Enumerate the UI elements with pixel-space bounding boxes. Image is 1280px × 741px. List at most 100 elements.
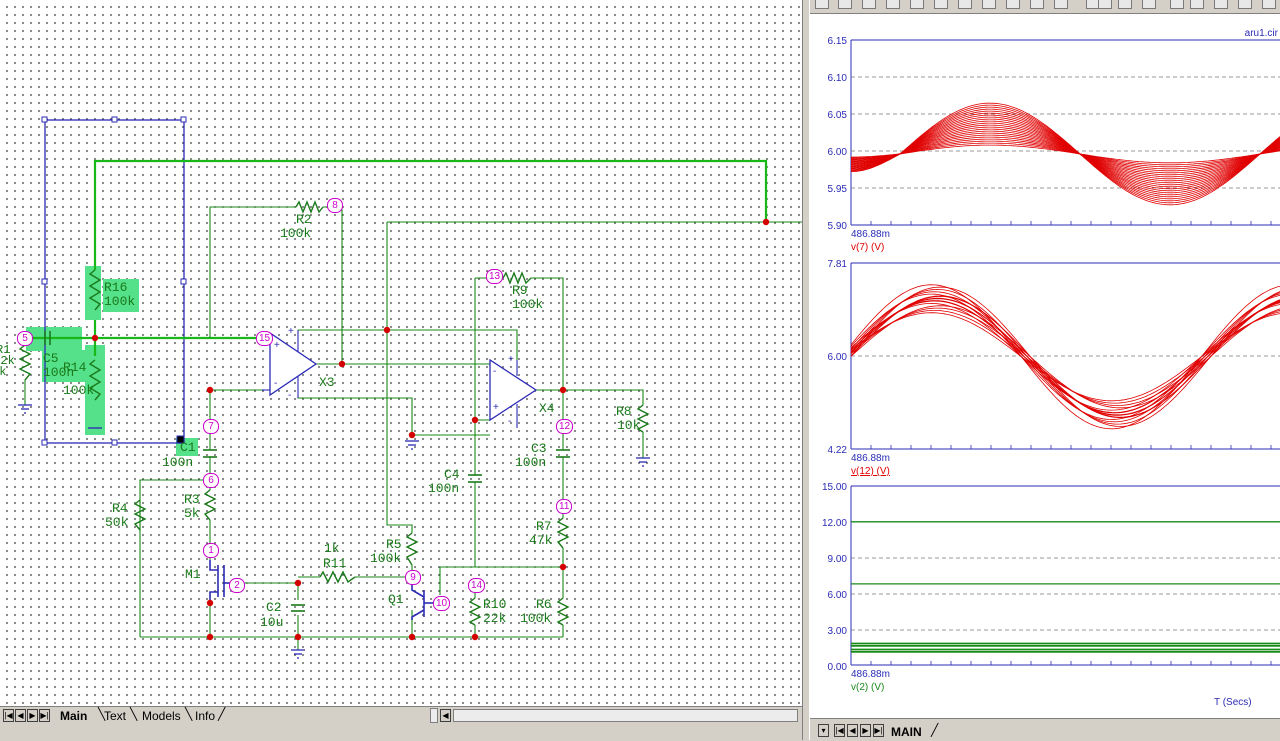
- next-page-button[interactable]: ▶: [27, 709, 38, 722]
- r7-label: R7 47k: [529, 520, 552, 548]
- prev-page-button[interactable]: ◀: [15, 709, 26, 722]
- panel-2-trace-label: v(12) (V): [851, 466, 890, 477]
- x3-plus-mark: +: [288, 326, 294, 337]
- tab-info[interactable]: Info: [195, 709, 216, 723]
- r1-value-fragment: 7.2k: [0, 354, 15, 368]
- splitter[interactable]: [802, 0, 810, 740]
- last-page-button[interactable]: ▶|: [39, 709, 50, 722]
- schematic-drawing: [18, 116, 802, 659]
- tab-text[interactable]: Text: [104, 709, 127, 723]
- c4-symbol: [468, 474, 482, 483]
- c5-value: 100n: [43, 365, 75, 380]
- panel-3-tick-label: 9.00: [828, 554, 848, 565]
- x4-in-minus: -: [493, 366, 497, 377]
- tab-splitter[interactable]: [430, 708, 438, 723]
- toolbar-button-7[interactable]: [958, 0, 972, 9]
- r16-symbol: [88, 269, 102, 311]
- c5-label: C5 100n: [43, 352, 74, 380]
- panel-1-trace-label: v(7) (V): [851, 242, 884, 253]
- tab-separator: ╱: [218, 707, 226, 721]
- opamp-leads: [262, 330, 518, 428]
- toolbar-button-4[interactable]: [886, 0, 900, 9]
- plot-tab-scroll-down[interactable]: ▾: [818, 724, 829, 737]
- toolbar-button-14[interactable]: [1118, 0, 1132, 9]
- v12-trace: [850, 300, 1280, 413]
- junction-dots: [91, 218, 770, 641]
- r6-label: R6 100k: [520, 597, 552, 626]
- r2-ref: R2: [296, 212, 312, 227]
- v12-trace: [850, 293, 1280, 420]
- toolbar-button-8[interactable]: [982, 0, 996, 9]
- node-label-13: 13: [486, 269, 504, 284]
- schematic-canvas[interactable]: R2 100k R16 100k C5 100n R14 100k C1 100…: [0, 0, 802, 706]
- toolbar-button-18[interactable]: [1214, 0, 1228, 9]
- horizontal-scrollbar[interactable]: [453, 709, 798, 722]
- toolbar-button-3[interactable]: [862, 0, 876, 9]
- tab-models[interactable]: Models: [142, 709, 181, 723]
- x-axis-label: T (Secs): [1214, 697, 1252, 708]
- r3-ref: R3: [184, 492, 200, 507]
- r5-label: R5 100k: [370, 538, 402, 566]
- panel-3-trace-label: v(2) (V): [851, 682, 884, 693]
- v7-trace: [850, 118, 1280, 190]
- v7-trace: [850, 122, 1280, 186]
- c4-value: 100n: [428, 481, 460, 496]
- r10-ref: R10: [483, 597, 507, 612]
- highlighted-wires: [30, 159, 768, 356]
- v7-trace: [850, 136, 1280, 172]
- v7-trace: [850, 104, 1280, 204]
- v7-trace: [850, 112, 1280, 196]
- c4-label: C4 100n: [428, 468, 460, 496]
- plot-next-button[interactable]: ▶: [860, 724, 871, 737]
- toolbar-button-11[interactable]: [1054, 0, 1068, 9]
- toolbar-button-13[interactable]: [1098, 0, 1112, 9]
- toolbar-button-6[interactable]: [934, 0, 948, 9]
- c2-ref: C2: [266, 600, 282, 615]
- tab-main[interactable]: Main: [60, 709, 88, 723]
- plot-toolbar: [810, 0, 1280, 14]
- capacitor-symbols: [44, 331, 570, 612]
- scroll-left-button[interactable]: ◀: [440, 709, 451, 722]
- plot-first-button[interactable]: |◀: [834, 724, 845, 737]
- v7-trace: [850, 130, 1280, 178]
- panel-3-tick-label: 12.00: [822, 518, 847, 529]
- toolbar-button-9[interactable]: [1006, 0, 1020, 9]
- first-page-button[interactable]: |◀: [3, 709, 14, 722]
- x4-minus-mark: -: [508, 416, 512, 427]
- plot-tab-main[interactable]: MAIN: [891, 725, 922, 739]
- toolbar-button-16[interactable]: [1170, 0, 1184, 9]
- toolbar-button-20[interactable]: [1262, 0, 1276, 9]
- r3-symbol: [203, 489, 217, 521]
- m1-symbol: [209, 560, 232, 600]
- c2-value: 10u: [260, 615, 284, 630]
- plot-file-name: aru1.cir: [1244, 28, 1278, 39]
- panel-1-tick-label: 6.10: [828, 73, 848, 84]
- panel-1-tick-label: 5.90: [828, 221, 848, 232]
- r9-value: 100k: [512, 297, 544, 312]
- q1-label: Q1: [388, 592, 404, 607]
- toolbar-button-1[interactable]: [815, 0, 829, 9]
- r5-value: 100k: [370, 551, 402, 566]
- r6-ref: R6: [536, 597, 552, 612]
- r14-value: 100k: [63, 383, 95, 398]
- r2-label: R2 100k: [280, 212, 312, 241]
- r6-value: 100k: [520, 611, 552, 626]
- plot-last-button[interactable]: ▶|: [873, 724, 884, 737]
- node-label-8: 8: [327, 198, 343, 213]
- toolbar-button-2[interactable]: [838, 0, 852, 9]
- v12-trace: [850, 288, 1280, 425]
- tab-separator: ╲: [185, 707, 193, 721]
- toolbar-button-19[interactable]: [1238, 0, 1252, 9]
- r14-label: R14 100k: [63, 361, 94, 398]
- r10-label: R10 22k: [483, 598, 506, 626]
- v7-trace: [850, 106, 1280, 202]
- toolbar-button-15[interactable]: [1142, 0, 1156, 9]
- toolbar-button-10[interactable]: [1030, 0, 1044, 9]
- v7-trace: [850, 128, 1280, 180]
- toolbar-button-17[interactable]: [1190, 0, 1204, 9]
- toolbar-button-5[interactable]: [910, 0, 924, 9]
- c2-symbol: [291, 604, 305, 612]
- plot-prev-button[interactable]: ◀: [847, 724, 858, 737]
